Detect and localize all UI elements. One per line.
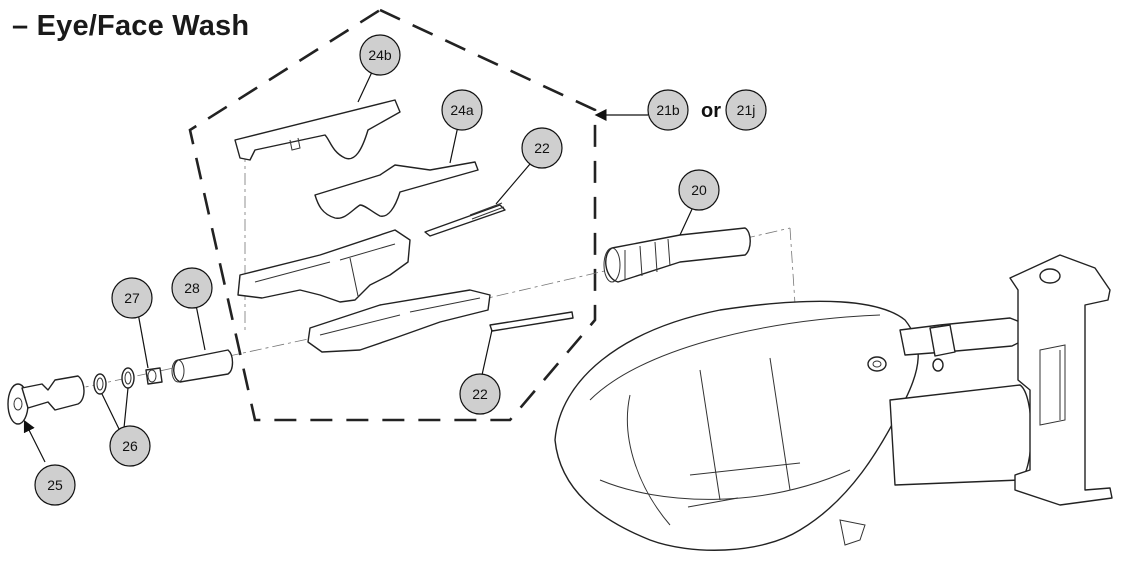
center-line-vertical — [789, 227, 866, 381]
callout-21j: 21j — [725, 89, 767, 131]
callout-20: 20 — [678, 169, 720, 211]
wall-bracket-assembly — [889, 254, 1113, 506]
callout-24b-label: 24b — [368, 47, 392, 63]
callout-21j-label: 21j — [737, 102, 756, 118]
wash-bowl — [554, 300, 919, 551]
leader-22-bottom — [481, 329, 493, 376]
callout-22-bottom: 22 — [459, 373, 501, 415]
callout-22-bottom-label: 22 — [472, 386, 488, 402]
callout-26-label: 26 — [122, 438, 138, 454]
page-title: – Eye/Face Wash — [12, 10, 250, 42]
leader-24b — [357, 71, 373, 103]
callout-21b: 21b — [647, 89, 689, 131]
part-22-spray-strip-top — [424, 202, 506, 237]
callout-22-top: 22 — [521, 127, 563, 169]
callout-24a-label: 24a — [450, 102, 474, 118]
callout-22-top-label: 22 — [534, 140, 550, 156]
or-label: or — [701, 100, 721, 122]
leader-28 — [195, 304, 206, 351]
spray-head-lower — [307, 289, 491, 353]
part-24b-cover — [234, 99, 401, 161]
callout-20-label: 20 — [691, 182, 707, 198]
callout-21b-label: 21b — [656, 102, 680, 118]
leader-22-top — [495, 163, 531, 205]
part-20-sleeve — [603, 227, 751, 283]
leader-26a — [101, 393, 120, 430]
callout-25-label: 25 — [47, 477, 63, 493]
leader-27 — [137, 312, 149, 369]
callout-24a: 24a — [441, 89, 483, 131]
spray-head-upper — [237, 229, 411, 303]
part-28-pipe — [171, 349, 234, 383]
leader-24a — [449, 125, 459, 164]
part-27-nut — [145, 367, 163, 385]
part-25-valve-knob — [7, 375, 85, 425]
callout-28-label: 28 — [184, 280, 200, 296]
callout-27: 27 — [111, 277, 153, 319]
part-26-washers — [93, 367, 135, 395]
part-24a-plate — [314, 161, 479, 219]
callout-28: 28 — [171, 267, 213, 309]
callout-25: 25 — [34, 464, 76, 506]
part-22-spray-strip-bottom — [489, 311, 574, 332]
callout-27-label: 27 — [124, 290, 140, 306]
callout-24b: 24b — [359, 34, 401, 76]
assembly-boundary — [188, 8, 597, 422]
leader-20 — [679, 206, 694, 236]
callout-26: 26 — [109, 425, 151, 467]
leader-25 — [23, 419, 46, 463]
leader-26b — [123, 387, 129, 429]
